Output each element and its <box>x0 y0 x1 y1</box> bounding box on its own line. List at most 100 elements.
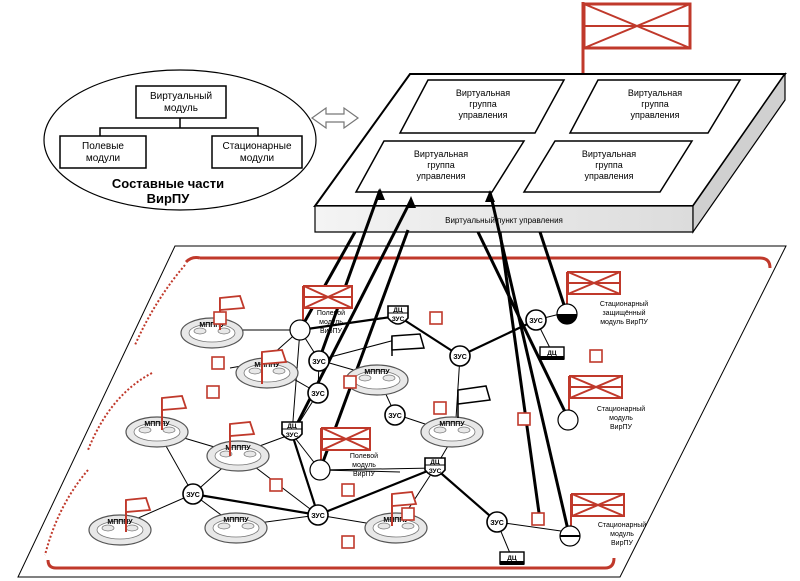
red-square-7 <box>341 483 355 497</box>
legend-stationary-line1: Стационарные <box>222 141 291 152</box>
legend-stationary-modules-box <box>211 135 303 169</box>
mpppu-label: МПППУ <box>383 517 409 524</box>
svg-text:Виртуальная: Виртуальная <box>414 149 468 159</box>
zus-node-1: ЗУС <box>308 350 330 372</box>
red-square-2 <box>211 356 225 370</box>
zus-node-8: ЗУС <box>486 511 508 533</box>
red-dashed-borders <box>44 264 186 556</box>
stationary-module-1: Стационарный модуль ВирПУ <box>557 375 645 431</box>
mpppu-node-6: МПППУ <box>420 416 484 448</box>
mpppu-label: МПППУ <box>144 421 170 428</box>
zus-label: ЗУС <box>186 492 200 499</box>
dc-label: ДЦ <box>547 350 557 357</box>
dc-label: ДЦ <box>287 423 297 430</box>
dc-label: ДЦ <box>430 459 440 466</box>
svg-text:Виртуальная: Виртуальная <box>582 149 636 159</box>
legend-field-modules-box <box>59 135 147 169</box>
legend-field-line1: Полевые <box>82 141 124 152</box>
zus-node-2: ЗУС <box>307 382 329 404</box>
zus-node-5: ЗУС <box>525 309 547 331</box>
svg-text:Стационарный: Стационарный <box>597 405 645 413</box>
small-flag-icon-4 <box>229 421 256 456</box>
svg-text:группа: группа <box>469 99 496 109</box>
small-flag-icon-3 <box>161 395 188 430</box>
svg-text:Виртуальная: Виртуальная <box>628 88 682 98</box>
dc-box-1: ДЦ <box>539 346 565 360</box>
mpppu-node-2: МПППУ <box>235 357 299 389</box>
svg-text:управления: управления <box>630 110 679 120</box>
stationary-protected-module: Стационарный защищённый модуль ВирПУ <box>556 271 648 326</box>
dc-zus-label: ЗУС <box>392 316 405 323</box>
svg-text:Стационарный: Стационарный <box>600 300 648 308</box>
mpppu-label: МПППУ <box>225 445 251 452</box>
legend-field-line2: модули <box>86 153 120 164</box>
red-square-13 <box>433 401 447 415</box>
svg-text:ВирПУ: ВирПУ <box>353 471 376 478</box>
small-flags <box>125 295 418 532</box>
dc-nodes: ДЦ ЗУС ДЦ ЗУС ДЦ ЗУС ДЦ ДЦ <box>281 305 565 565</box>
red-square-8 <box>517 412 531 426</box>
legend-virtual-module-box <box>135 85 227 119</box>
red-square-1 <box>213 311 227 325</box>
svg-text:группа: группа <box>641 99 668 109</box>
legend-ellipse <box>43 69 317 211</box>
zus-node-4: ЗУС <box>449 345 471 367</box>
vpu-point-label: Виртуальный пункт управления <box>445 216 563 225</box>
mpppu-node-8: МПППУ <box>204 512 268 544</box>
small-flag-icon-6 <box>391 491 418 526</box>
mpppu-node-5: МПППУ <box>206 440 270 472</box>
red-square-9 <box>531 512 545 526</box>
mpppu-label: МПППУ <box>199 322 225 329</box>
uplink-arrowheads <box>375 188 495 208</box>
dc-box-2: ДЦ <box>499 551 525 565</box>
dc-zus-label: ЗУС <box>429 468 442 475</box>
red-square-12 <box>589 349 603 363</box>
svg-text:Полевой: Полевой <box>350 452 378 460</box>
mpppu-node-7: МПППУ <box>88 514 152 546</box>
zus-label: ЗУС <box>490 520 504 527</box>
stationary-module-2: Стационарный модуль ВирПУ <box>559 493 646 547</box>
legend-virtual-module-line2: модуль <box>164 103 198 114</box>
svg-text:управления: управления <box>584 171 633 181</box>
mpppu-node-9: МПППУ <box>364 512 428 544</box>
mpppu-label: МПППУ <box>223 517 249 524</box>
stationary-module-1-flag-icon <box>568 375 623 410</box>
field-module-1-flag-icon <box>302 285 353 322</box>
mpppu-label: МПППУ <box>439 421 465 428</box>
mpppu-node-1: МПППУ <box>180 317 244 349</box>
svg-text:модуль: модуль <box>319 319 343 326</box>
zus-label: ЗУС <box>312 359 326 366</box>
legend-caption-line2: ВирПУ <box>147 191 191 206</box>
legend-caption-line1: Составные части <box>112 176 224 191</box>
svg-text:ВирПУ: ВирПУ <box>611 540 634 547</box>
mpppu-label: МПППУ <box>254 362 280 369</box>
zus-node-6: ЗУС <box>182 483 204 505</box>
top-flag-icon <box>581 2 692 74</box>
zus-node-7: ЗУС <box>307 504 329 526</box>
legend-virtual-module-line1: Виртуальный <box>150 91 212 102</box>
red-square-markers <box>206 311 603 549</box>
zus-nodes: ЗУС ЗУС ЗУС ЗУС ЗУС ЗУС ЗУС ЗУС <box>182 309 547 533</box>
small-flag-icon-5 <box>125 497 152 532</box>
zus-label: ЗУС <box>388 413 402 420</box>
svg-text:управления: управления <box>458 110 507 120</box>
dc-node-3: ДЦ ЗУС <box>424 457 446 477</box>
dc-label: ДЦ <box>393 307 403 314</box>
red-borders <box>46 256 772 570</box>
black-flag-icon <box>391 333 491 418</box>
svg-text:ВирПУ: ВирПУ <box>610 424 633 431</box>
svg-text:модуль: модуль <box>352 462 376 469</box>
zus-label: ЗУС <box>311 391 325 398</box>
small-flag-icon-2 <box>261 349 288 384</box>
double-arrow-icon <box>310 106 360 130</box>
vpu-group-3: Виртуальная группа управления <box>354 140 526 193</box>
red-square-4 <box>429 311 443 325</box>
mpppu-label: МПППУ <box>107 519 133 526</box>
svg-text:Виртуальная: Виртуальная <box>456 88 510 98</box>
zus-label: ЗУС <box>453 354 467 361</box>
svg-text:группа: группа <box>427 160 454 170</box>
dc-label: ДЦ <box>507 555 517 562</box>
zus-label: ЗУС <box>311 513 325 520</box>
